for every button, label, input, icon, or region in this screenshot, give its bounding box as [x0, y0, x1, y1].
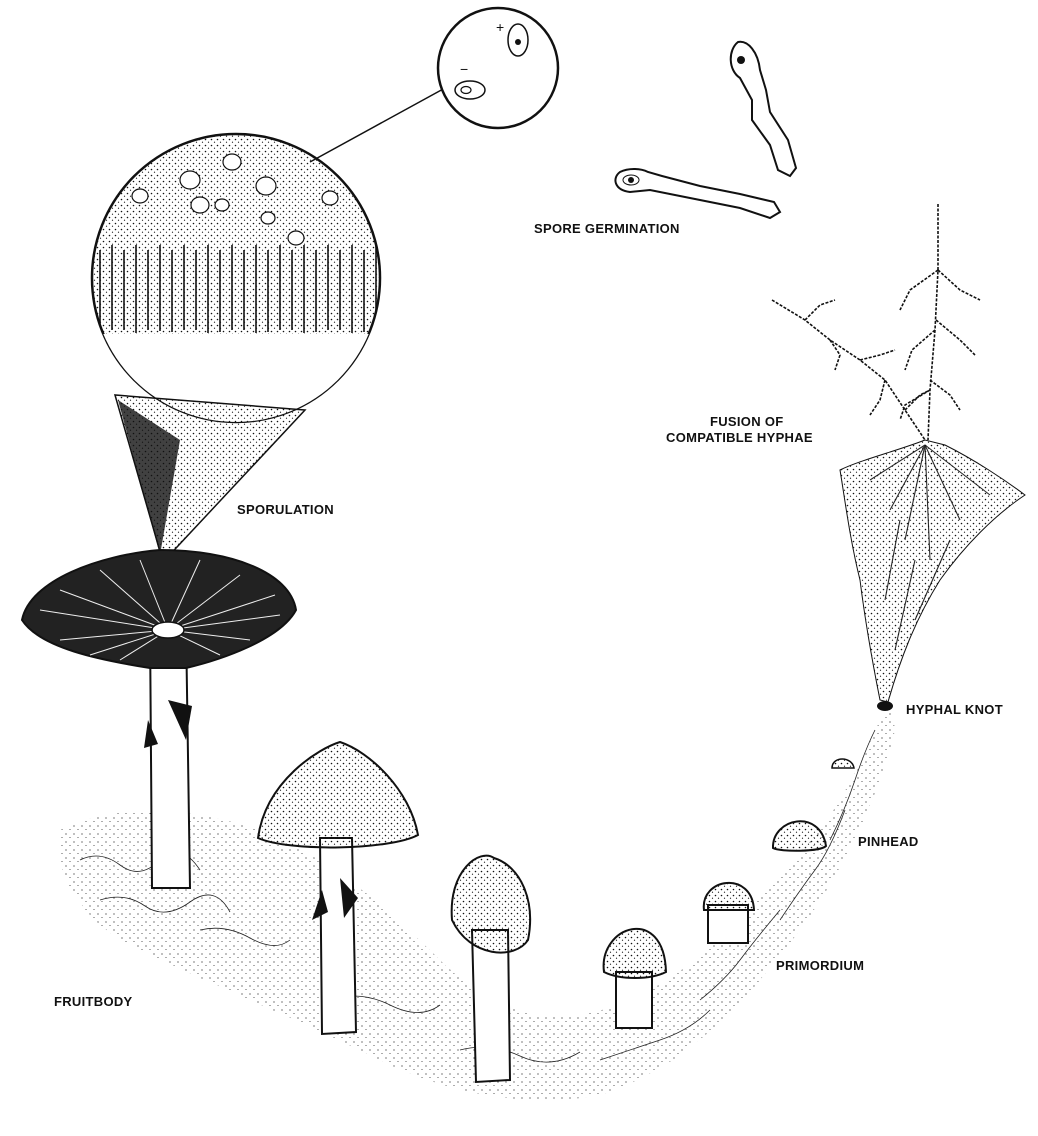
label-hyphal-knot: HYPHAL KNOT: [906, 702, 1003, 718]
primordium-shape: [704, 883, 754, 943]
label-pinhead: PINHEAD: [858, 834, 919, 850]
germinating-spores: [615, 42, 796, 218]
label-fusion-line2: COMPATIBLE HYPHAE: [666, 430, 813, 446]
minus-mark: −: [460, 61, 468, 77]
label-fusion-line1: FUSION OF: [666, 414, 813, 430]
label-sporulation: SPORULATION: [237, 502, 334, 518]
label-fruitbody: FRUITBODY: [54, 994, 133, 1010]
branching-hyphae: [772, 204, 980, 440]
pinhead-shape: [773, 821, 826, 850]
spore-minus-icon: [455, 81, 485, 99]
gill-detail-texture: [90, 134, 382, 434]
label-primordium: PRIMORDIUM: [776, 958, 864, 974]
label-fusion-of-compatible-hyphae: FUSION OF COMPATIBLE HYPHAE: [666, 414, 813, 446]
hyphal-knot: [877, 701, 893, 711]
plus-mark: +: [496, 19, 504, 35]
connector-line: [310, 88, 445, 162]
label-spore-germination: SPORE GERMINATION: [534, 221, 680, 237]
tiny-pinhead: [832, 759, 854, 768]
fused-mycelium: [840, 440, 1025, 702]
